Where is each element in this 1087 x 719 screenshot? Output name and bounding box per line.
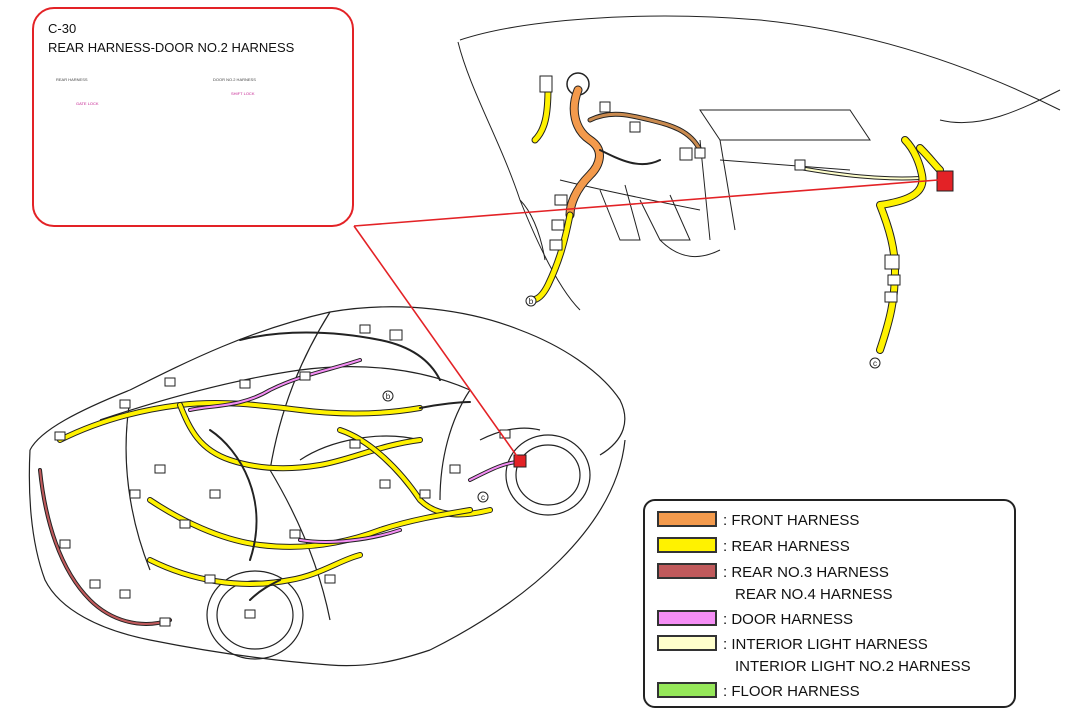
legend-swatch-floor: [657, 682, 717, 698]
legend-label-rear-no4: REAR NO.4 HARNESS: [735, 586, 893, 603]
marker-c-interior: [869, 357, 881, 369]
marker-c: [477, 357, 881, 503]
legend-label-interior-light: : INTERIOR LIGHT HARNESS: [723, 636, 928, 653]
legend-swatch-front: [657, 511, 717, 527]
shift-lock-tag: SHIFT LOCK: [231, 91, 255, 96]
leader-lines: [353, 179, 939, 460]
legend-label-rear-no3: : REAR NO.3 HARNESS: [723, 564, 889, 581]
legend-swatch-door: [657, 610, 717, 626]
marker-b-interior: [525, 295, 537, 307]
c30-connector-car-highlight: [513, 454, 527, 468]
legend-label-front: : FRONT HARNESS: [723, 512, 860, 529]
legend-label-interior-light-no2: INTERIOR LIGHT NO.2 HARNESS: [735, 658, 971, 675]
legend-label-rear: : REAR HARNESS: [723, 538, 850, 555]
connector-code: C-30: [48, 21, 77, 36]
car-connectors: [54, 324, 511, 627]
gate-lock-tag: GATE LOCK: [76, 101, 99, 106]
door-harness-caption: DOOR NO.2 HARNESS: [213, 77, 256, 82]
connector-title: REAR HARNESS-DOOR NO.2 HARNESS: [48, 40, 295, 55]
car-body: [28, 306, 626, 667]
interior-view: [457, 15, 1061, 311]
car-harnesses: [38, 331, 522, 626]
marker-b: [382, 295, 537, 402]
marker-c-label-2: c: [481, 493, 485, 502]
rear-harness-caption: REAR HARNESS: [56, 77, 88, 82]
marker-c-label-1: c: [873, 359, 877, 368]
c30-connector-interior-highlight: [936, 170, 954, 192]
interior-connectors: [539, 75, 901, 303]
legend-swatch-rear-no3: [657, 563, 717, 579]
marker-b-label-1: b: [529, 297, 534, 306]
legend-swatch-rear: [657, 537, 717, 553]
harness-legend: : FRONT HARNESS : REAR HARNESS : REAR NO…: [643, 499, 1016, 708]
legend-label-door: : DOOR HARNESS: [723, 611, 854, 628]
marker-b-label-2: b: [386, 392, 391, 401]
legend-label-floor: : FLOOR HARNESS: [723, 683, 860, 700]
connector-callout: C-30 REAR HARNESS-DOOR NO.2 HARNESS: [32, 7, 354, 227]
legend-swatch-interior-light: [657, 635, 717, 651]
marker-c-car: [477, 491, 489, 503]
interior-harnesses: [528, 84, 944, 354]
marker-b-car: [382, 390, 394, 402]
